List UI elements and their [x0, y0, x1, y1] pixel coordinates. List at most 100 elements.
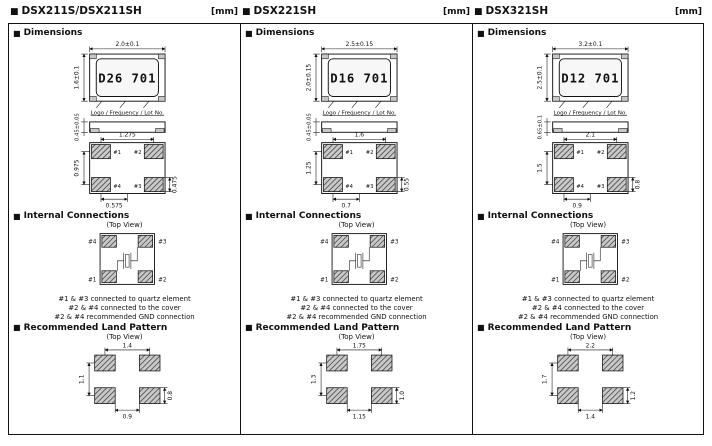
package-bottom-view: 1.6 #1 #2 #4 #3 1.25 [305, 132, 410, 210]
internal-connections-diagram: #4 #3 #1 #2 [320, 233, 399, 286]
dimensions-section-title: ■ Dimensions [477, 28, 700, 38]
top-width-dim: 2.5±0.15 [345, 41, 373, 48]
land-pattern-drawing: 2.2 1.7 1.4 [542, 343, 637, 420]
pad-label-2: #2 [365, 150, 373, 156]
bullet-square-icon: ■ [242, 7, 251, 17]
columns-container: ■ DSX211S/DSX211SH [mm] ■ Dimensions 2.0… [8, 5, 704, 435]
ic-pad-label-4: #4 [88, 240, 97, 246]
bullet-square-icon: ■ [245, 323, 253, 333]
bottom-pitch-x-dim: 2.1 [586, 132, 596, 139]
connection-notes: #1 & #3 connected to quartz element #2 &… [476, 295, 700, 322]
package-title: DSX221SH [253, 5, 317, 17]
package-column: ■ DSX321SH [mm] ■ Dimensions 3.2±0.1 [472, 5, 704, 435]
land-pattern-title-text: Recommended Land Pattern [23, 322, 168, 333]
pad-label-3: #3 [597, 184, 605, 190]
bullet-square-icon: ■ [245, 28, 253, 38]
top-view-caption: (Top View) [338, 221, 375, 230]
package-side-view: 0.65±0.1 [537, 115, 629, 140]
marking-legend: Logo / Frequency / Lot No. [322, 110, 396, 116]
dimensions-drawing: 2.5±0.15 2.0±0.15 D16 701 [305, 41, 410, 210]
bullet-square-icon: ■ [13, 323, 21, 333]
dimensions-section: ■ Dimensions 2.0±0.1 1.6±0.1 [12, 28, 237, 210]
internal-connections-drawing: #4 #3 #1 #2 [88, 233, 166, 286]
land-pitch-x-dim: 2.2 [586, 343, 596, 349]
land-pattern-section: ■ Recommended Land Pattern (Top View) 2.… [476, 323, 700, 426]
land-pattern-title-text: Recommended Land Pattern [255, 322, 400, 333]
land-pattern-diagram: 1.4 1.1 0.9 [79, 343, 174, 420]
package-bottom-view: 2.1 #1 #2 #4 #3 1.5 [536, 132, 641, 210]
unit-label: [mm] [675, 7, 702, 17]
pad-label-1: #1 [576, 150, 584, 156]
ic-pad-label-2: #2 [390, 278, 399, 284]
dimensions-section: ■ Dimensions 2.5±0.15 2.0±0.15 [244, 28, 469, 210]
quartz-symbol [348, 247, 370, 272]
ic-pad-label-3: #3 [390, 240, 399, 246]
internal-connections-title-text: Internal Connections [255, 211, 362, 222]
bullet-square-icon: ■ [477, 211, 485, 221]
connection-note-3: #2 & #4 recommended GND connection [517, 312, 659, 321]
bullet-square-icon: ■ [477, 323, 485, 333]
top-height-dim: 2.5±0.1 [536, 66, 543, 90]
quartz-symbol [116, 247, 138, 272]
connection-note-2: #2 & #4 connected to the cover [68, 303, 181, 312]
side-height-dim: 0.45±0.05 [306, 113, 312, 141]
land-pad-height-dim: 0.8 [168, 391, 174, 401]
side-height-dim: 0.65±0.1 [537, 115, 543, 140]
column-body: ■ Dimensions 2.5±0.15 2.0±0.15 [240, 23, 472, 435]
package-column: ■ DSX221SH [mm] ■ Dimensions 2.5±0.15 [240, 5, 472, 435]
land-pattern-title: ■ Recommended Land Pattern [477, 323, 700, 333]
bottom-pitch-y-dim: 0.975 [73, 159, 80, 176]
land-pitch-y-dim: 1.1 [79, 374, 85, 384]
land-pattern-diagram: 2.2 1.7 1.4 [542, 343, 637, 420]
top-view-caption: (Top View) [569, 332, 607, 341]
top-view-caption: (Top View) [569, 221, 607, 230]
ic-pad-label-1: #1 [88, 278, 97, 284]
connection-note-1: #1 & #3 connected to quartz element [58, 294, 191, 303]
bullet-square-icon: ■ [477, 28, 485, 38]
pad-label-2: #2 [597, 150, 605, 156]
column-body: ■ Dimensions 3.2±0.1 2.5±0.1 [472, 23, 704, 435]
package-side-view: 0.45±0.05 [306, 113, 398, 141]
internal-connections-diagram: #4 #3 #1 #2 [551, 233, 630, 286]
land-pattern-title-text: Recommended Land Pattern [487, 322, 632, 333]
connection-notes: #1 & #3 connected to quartz element #2 &… [12, 295, 237, 322]
unit-label: [mm] [211, 7, 238, 17]
column-body: ■ Dimensions 2.0±0.1 1.6±0.1 [8, 23, 240, 435]
top-height-dim: 2.0±0.15 [305, 64, 312, 92]
pad-label-3: #3 [365, 184, 373, 190]
dimensions-title-text: Dimensions [255, 28, 315, 38]
internal-connections-title: ■ Internal Connections [477, 211, 700, 221]
top-height-dim: 1.6±0.1 [73, 66, 80, 90]
bullet-square-icon: ■ [10, 7, 19, 17]
ic-pad-label-2: #2 [621, 278, 630, 284]
land-pad-height-dim: 1.0 [400, 391, 406, 401]
internal-connections-section: ■ Internal Connections (Top View) #4 #3 … [476, 211, 700, 321]
package-title: DSX321SH [485, 5, 549, 17]
bottom-pad-height-dim: 0.475 [171, 176, 178, 193]
bottom-pad-offset-dim: 0.7 [341, 203, 351, 210]
top-view-caption: (Top View) [338, 332, 375, 341]
package-marking: D12 701 [561, 71, 619, 85]
top-view-caption: (Top View) [106, 221, 143, 230]
bullet-square-icon: ■ [245, 211, 253, 221]
ic-pad-label-1: #1 [551, 278, 560, 284]
pad-label-1: #1 [345, 150, 353, 156]
bullet-square-icon: ■ [13, 28, 21, 38]
pad-label-3: #3 [133, 184, 141, 190]
bottom-pad-height-dim: 0.55 [403, 178, 410, 191]
dimensions-title-text: Dimensions [23, 28, 83, 38]
internal-connections-title-text: Internal Connections [23, 211, 130, 222]
dimensions-section-title: ■ Dimensions [245, 28, 469, 38]
land-pattern-section: ■ Recommended Land Pattern (Top View) 1.… [244, 323, 469, 426]
land-pattern-section: ■ Recommended Land Pattern (Top View) 1.… [12, 323, 237, 426]
land-pattern-drawing: 1.75 1.3 1.15 [311, 343, 406, 420]
top-width-dim: 3.2±0.1 [578, 41, 602, 48]
dimensions-title-text: Dimensions [487, 28, 547, 38]
column-header: ■ DSX211S/DSX211SH [mm] [8, 5, 240, 23]
connection-notes: #1 & #3 connected to quartz element #2 &… [244, 295, 469, 322]
land-pad-width-dim: 1.15 [352, 414, 365, 420]
bottom-pitch-y-dim: 1.25 [305, 161, 312, 174]
land-pitch-x-dim: 1.75 [352, 343, 365, 349]
top-view-caption: (Top View) [106, 332, 143, 341]
dimensions-drawing: 3.2±0.1 2.5±0.1 D12 701 [536, 41, 641, 210]
